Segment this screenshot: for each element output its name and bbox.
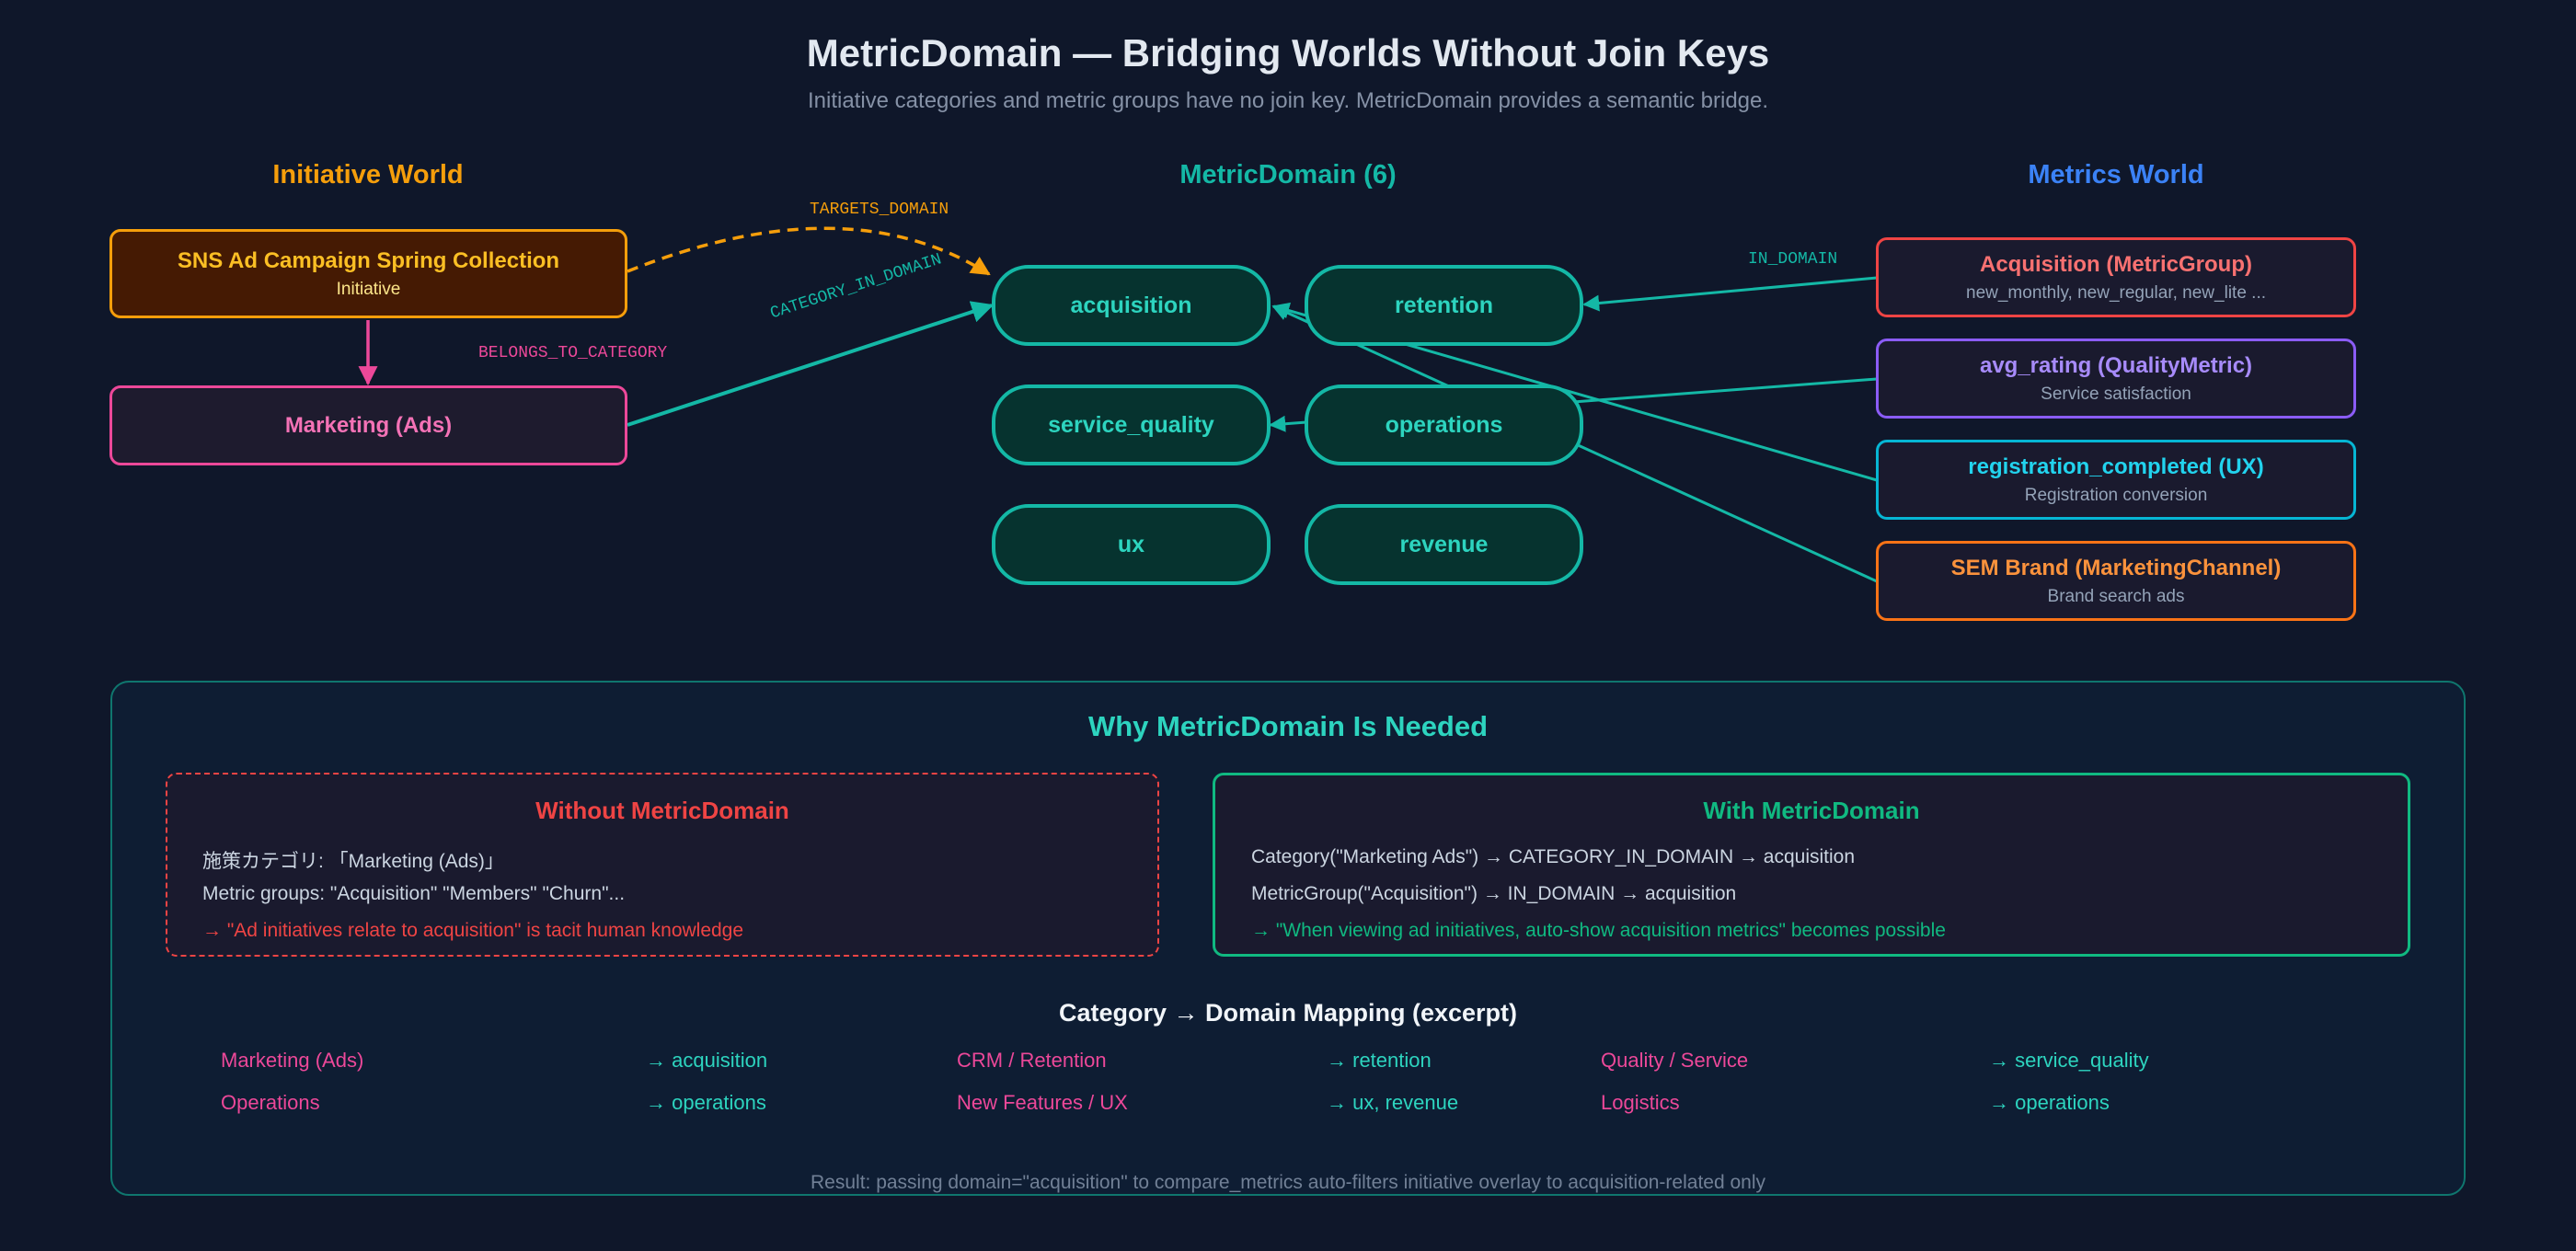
edge-category-in-domain: [627, 301, 995, 427]
mapping-category: Operations: [221, 1091, 320, 1114]
metric-node-title: Acquisition (MetricGroup): [1980, 251, 2252, 277]
metric-node-avg-rating[interactable]: avg_rating (QualityMetric) Service satis…: [1876, 339, 2356, 419]
metric-node-subtitle: Registration conversion: [2024, 485, 2208, 505]
metric-node-subtitle: Service satisfaction: [2041, 384, 2191, 404]
without-line: Metric groups: "Acquisition" "Members" "…: [202, 883, 626, 904]
with-line: MetricGroup("Acquisition") → IN_DOMAIN →…: [1251, 883, 1737, 904]
category-node-title: Marketing (Ads): [284, 412, 453, 438]
mapping-domain: → acquisition: [646, 1049, 768, 1072]
page-subtitle: Initiative categories and metric groups …: [807, 88, 1769, 113]
metric-node-acquisition-group[interactable]: Acquisition (MetricGroup) new_monthly, n…: [1876, 237, 2356, 317]
mapping-category: Marketing (Ads): [221, 1049, 364, 1072]
edge-label-in-domain: IN_DOMAIN: [1748, 250, 1838, 269]
with-metricdomain-box: [1213, 773, 2410, 957]
mapping-domain: → ux, revenue: [1327, 1091, 1459, 1114]
domain-pill-revenue[interactable]: revenue: [1305, 504, 1583, 585]
metric-node-subtitle: new_monthly, new_regular, new_lite ...: [1966, 282, 2266, 303]
column-heading-initiative: Initiative World: [272, 160, 464, 189]
initiative-node-campaign[interactable]: SNS Ad Campaign Spring Collection Initia…: [109, 229, 627, 318]
metric-node-title: avg_rating (QualityMetric): [1979, 352, 2253, 378]
mapping-category: New Features / UX: [957, 1091, 1128, 1114]
domain-pill-ux[interactable]: ux: [992, 504, 1271, 585]
with-line: Category("Marketing Ads") → CATEGORY_IN_…: [1251, 846, 1856, 867]
domain-pill-operations[interactable]: operations: [1305, 384, 1583, 465]
page-title: MetricDomain — Bridging Worlds Without J…: [806, 31, 1770, 75]
with-box-title: With MetricDomain: [1703, 797, 1920, 824]
category-node-marketing-ads[interactable]: Marketing (Ads): [109, 385, 627, 465]
with-conclusion: → "When viewing ad initiatives, auto-sho…: [1251, 920, 1946, 941]
metric-node-title: SEM Brand (MarketingChannel): [1950, 555, 2282, 580]
panel-title: Why MetricDomain Is Needed: [1087, 710, 1489, 742]
initiative-node-type: Initiative: [336, 279, 401, 299]
mapping-domain: → service_quality: [1989, 1049, 2149, 1072]
initiative-node-title: SNS Ad Campaign Spring Collection: [177, 247, 560, 273]
mapping-title: Category → Domain Mapping (excerpt): [1058, 999, 1518, 1027]
domain-pill-service-quality[interactable]: service_quality: [992, 384, 1271, 465]
metric-node-title: registration_completed (UX): [1968, 453, 2264, 479]
mapping-category: Logistics: [1601, 1091, 1680, 1114]
mapping-category: CRM / Retention: [957, 1049, 1107, 1072]
mapping-domain: → operations: [1989, 1091, 2110, 1114]
without-box-title: Without MetricDomain: [535, 797, 789, 824]
edge-acquisition-metricgroup-to-retention: [1582, 276, 1878, 312]
metric-node-subtitle: Brand search ads: [2047, 586, 2185, 606]
edge-label-targets-domain: TARGETS_DOMAIN: [810, 201, 949, 219]
without-conclusion: → "Ad initiatives relate to acquisition"…: [202, 920, 744, 941]
mapping-domain: → retention: [1327, 1049, 1432, 1072]
result-footnote: Result: passing domain="acquisition" to …: [811, 1172, 1765, 1193]
metric-node-registration-completed[interactable]: registration_completed (UX) Registration…: [1876, 440, 2356, 520]
domain-pill-retention[interactable]: retention: [1305, 265, 1583, 346]
mapping-category: Quality / Service: [1601, 1049, 1749, 1072]
edge-label-belongs-to-category: BELONGS_TO_CATEGORY: [478, 344, 668, 362]
edge-targets-domain: [627, 226, 991, 276]
column-heading-metrics: Metrics World: [2028, 160, 2204, 189]
mapping-domain: → operations: [646, 1091, 766, 1114]
column-heading-domain: MetricDomain (6): [1179, 160, 1397, 189]
without-metricdomain-box: [166, 773, 1159, 957]
without-line: 施策カテゴリ: 「Marketing (Ads)」: [202, 851, 504, 872]
metric-node-sem-brand[interactable]: SEM Brand (MarketingChannel) Brand searc…: [1876, 541, 2356, 621]
domain-pill-acquisition[interactable]: acquisition: [992, 265, 1271, 346]
